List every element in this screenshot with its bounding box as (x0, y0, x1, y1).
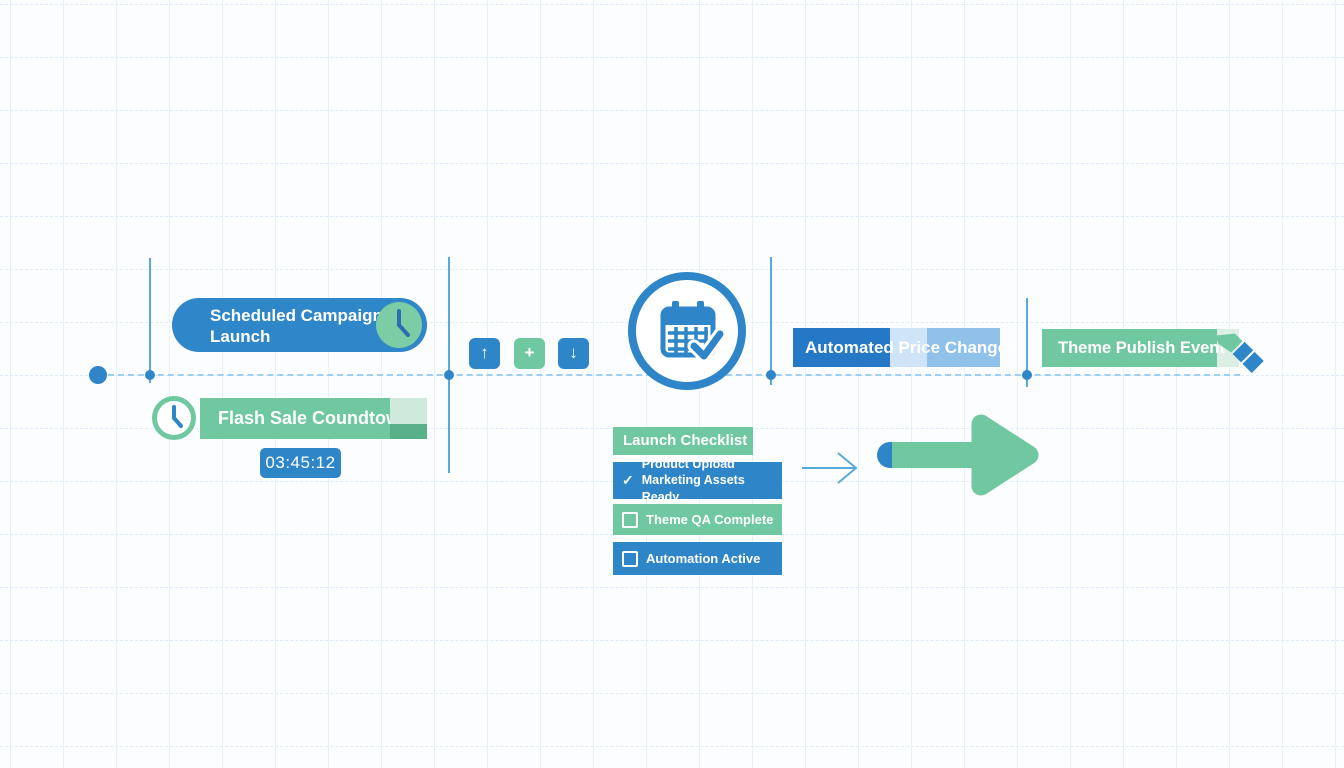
grid-line (0, 163, 1344, 164)
timeline-node-dot (444, 370, 454, 380)
theme-publish-bar[interactable]: Theme Publish Event (1042, 329, 1225, 367)
scheduled-campaign-label: Scheduled Campaign Launch (210, 306, 383, 346)
checklist-title: Launch Checklist (613, 427, 753, 455)
grid-line (540, 0, 541, 768)
checklist-item-theme-qa[interactable]: Theme QA Complete (613, 504, 782, 535)
timeline-tick-2 (448, 257, 450, 473)
countdown-badge: 03:45:12 (260, 448, 341, 478)
grid-line (911, 0, 912, 768)
grid-line (381, 0, 382, 768)
checklist-item-product-upload[interactable]: ✓ Product Upload Marketing Assets Ready (613, 457, 782, 504)
plus-icon: + (524, 343, 535, 362)
timeline-node-dot (145, 370, 155, 380)
timeline-node-dot (766, 370, 776, 380)
checklist-item-automation[interactable]: Automation Active (613, 542, 782, 575)
flash-sale-bar[interactable]: Flash Sale Coundtowm (200, 398, 427, 439)
big-right-arrow-icon (876, 405, 1040, 510)
grid-line (646, 0, 647, 768)
flash-sale-label: Flash Sale Coundtowm (218, 408, 417, 428)
grid-line (593, 0, 594, 768)
grid-line (63, 0, 64, 768)
timeline-tick-4 (1026, 298, 1028, 387)
grid-line (964, 0, 965, 768)
checklist-item-label: Automation Active (646, 551, 761, 566)
grid-line (1229, 0, 1230, 768)
grid-line (1335, 0, 1336, 768)
grid-line (0, 640, 1344, 641)
grid-line (0, 693, 1344, 694)
timeline-tick-1 (149, 258, 151, 383)
checkbox-icon[interactable] (622, 550, 638, 567)
grid-line (10, 0, 11, 768)
timeline-tick-3 (770, 257, 772, 385)
timeline-node-dot (1022, 370, 1032, 380)
checkbox-icon[interactable] (622, 511, 638, 528)
price-changes-label: Automated Price Changes (805, 338, 1017, 357)
grid-line (0, 269, 1344, 270)
connector-arrow-icon (800, 450, 862, 491)
grid-line (0, 57, 1344, 58)
grid-line (275, 0, 276, 768)
paintbrush-icon (1212, 322, 1266, 376)
grid-line (487, 0, 488, 768)
grid-line (0, 587, 1344, 588)
grid-line (1017, 0, 1018, 768)
scheduled-campaign-pill[interactable]: Scheduled Campaign Launch (172, 298, 427, 352)
grid-line (328, 0, 329, 768)
arrow-down-icon: ↓ (569, 343, 578, 362)
checklist-item-label: Product Upload Marketing Assets Ready (641, 457, 745, 504)
price-changes-bar[interactable]: Automated Price Changes (793, 328, 1017, 367)
price-segment-dark (793, 328, 890, 367)
grid-line (1282, 0, 1283, 768)
flash-bar-cap-dark (390, 424, 427, 439)
checklist-item-label: Theme QA Complete (646, 512, 774, 527)
flash-bar-cap-light (390, 398, 427, 424)
grid-line (805, 0, 806, 768)
arrow-down-button[interactable]: ↓ (558, 338, 589, 369)
grid-line (434, 0, 435, 768)
price-segment-light (890, 328, 927, 367)
checkmark-icon: ✓ (622, 472, 634, 488)
grid-line (116, 0, 117, 768)
grid-line (0, 746, 1344, 747)
clock-icon (152, 396, 196, 440)
price-segment-mid (927, 328, 1000, 367)
grid-line (1123, 0, 1124, 768)
clock-icon (376, 302, 422, 348)
grid-line (0, 4, 1344, 5)
grid-line (0, 110, 1344, 111)
timeline-start-dot (89, 366, 107, 384)
grid-line (1070, 0, 1071, 768)
grid-line (1176, 0, 1177, 768)
grid-line (858, 0, 859, 768)
calendar-check-icon (628, 272, 746, 390)
grid-line (752, 0, 753, 768)
arrow-up-icon: ↑ (480, 343, 489, 362)
grid-line (169, 0, 170, 768)
arrow-up-button[interactable]: ↑ (469, 338, 500, 369)
plus-button[interactable]: + (514, 338, 545, 369)
grid-line (0, 216, 1344, 217)
grid-line (222, 0, 223, 768)
